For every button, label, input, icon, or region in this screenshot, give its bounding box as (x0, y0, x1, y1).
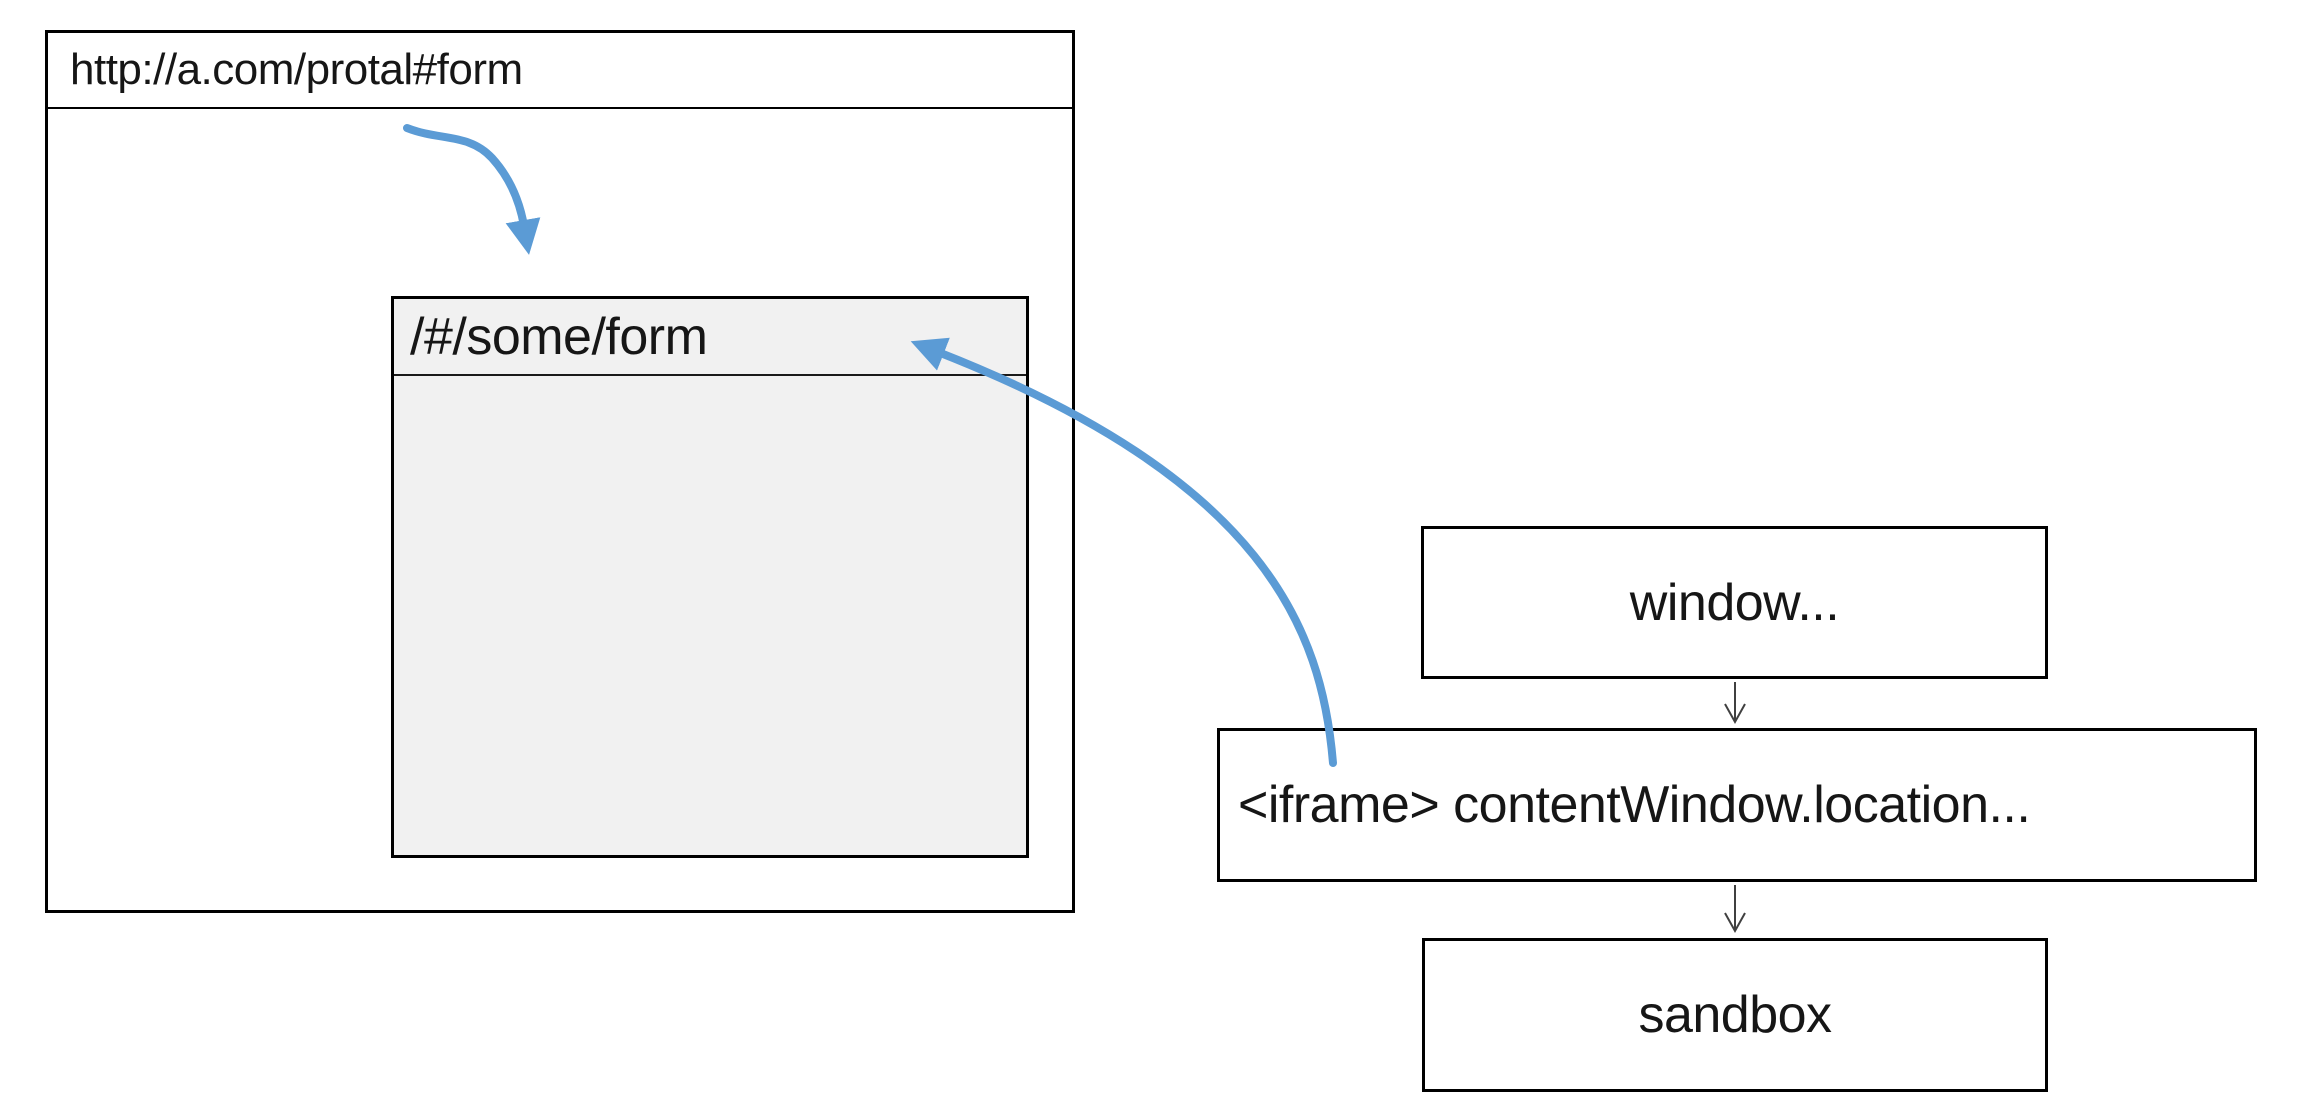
iframe-contentwindow-flow-box: <iframe> contentWindow.location... (1217, 728, 2257, 882)
window-flow-box-label: window... (1629, 573, 1840, 632)
sandbox-flow-box: sandbox (1422, 938, 2048, 1092)
sandbox-flow-box-label: sandbox (1638, 986, 1832, 1044)
window-flow-box: window... (1421, 526, 2048, 679)
browser-url-text: http://a.com/protal#form (70, 45, 523, 94)
embedded-iframe-box: /#/some/form (391, 296, 1029, 858)
iframe-contentwindow-flow-box-label: <iframe> contentWindow.location... (1238, 776, 2031, 834)
browser-window-box: http://a.com/protal#form /#/some/form (45, 30, 1075, 913)
browser-url-bar: http://a.com/protal#form (48, 33, 1072, 109)
iframe-url-text: /#/some/form (410, 307, 708, 366)
iframe-url-bar: /#/some/form (394, 299, 1026, 376)
